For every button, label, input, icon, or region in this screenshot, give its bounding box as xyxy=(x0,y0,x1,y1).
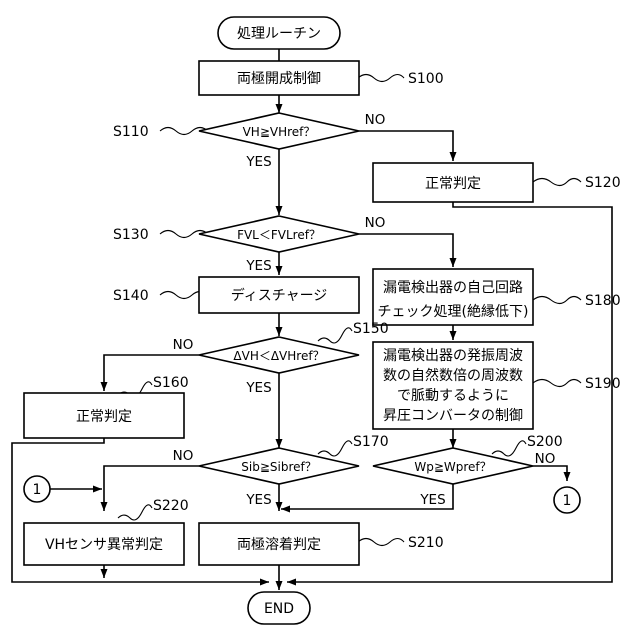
leader-s170 xyxy=(318,441,352,456)
start-label: 処理ルーチン xyxy=(237,26,321,42)
process-s120: 正常判定 xyxy=(373,163,533,202)
connector-left: 1 xyxy=(24,476,50,502)
s150-id: S150 xyxy=(353,321,389,337)
s140-id: S140 xyxy=(113,288,149,304)
s120-text: 正常判定 xyxy=(425,176,481,192)
leader-s210 xyxy=(358,539,404,546)
s120-id: S120 xyxy=(585,175,621,191)
s130-no-label: NO xyxy=(365,215,386,231)
leader-s150 xyxy=(318,328,352,343)
s110-yes-label: YES xyxy=(245,154,271,170)
process-s190: 漏電検出器の発振周波 数の自然数倍の周波数 で脈動するように 昇圧コンバータの制… xyxy=(373,342,533,429)
s210-text: 両極溶着判定 xyxy=(237,537,321,553)
decision-s110: VH≧VHref？ xyxy=(199,113,359,149)
s170-yes-label: YES xyxy=(245,492,271,508)
s110-no-label: NO xyxy=(365,112,386,128)
decision-s200: Wp≧Wpref？ xyxy=(373,448,533,484)
decision-s170: Sib≧Sibref？ xyxy=(199,448,359,484)
s140-text: ディスチャージ xyxy=(231,287,328,304)
leader-s180 xyxy=(533,297,581,304)
s110-text: VH≧VHref？ xyxy=(243,125,316,139)
arrow-s200-no-connector xyxy=(533,466,567,481)
s150-no-label: NO xyxy=(173,337,194,353)
process-s100: 両極開成制御 xyxy=(199,61,359,95)
s150-text: ΔVH＜ΔVHref？ xyxy=(233,349,324,363)
decision-s130: FVL＜FVLref？ xyxy=(199,216,359,252)
s130-yes-label: YES xyxy=(245,258,271,274)
s130-id: S130 xyxy=(113,227,149,243)
s150-yes-label: YES xyxy=(245,380,271,396)
process-s220: VHセンサ異常判定 xyxy=(24,523,184,565)
s220-text: VHセンサ異常判定 xyxy=(45,537,163,553)
s180-id: S180 xyxy=(585,293,621,309)
s160-id: S160 xyxy=(153,375,189,391)
connector-right: 1 xyxy=(554,487,580,513)
s170-no-label: NO xyxy=(173,448,194,464)
s210-id: S210 xyxy=(408,535,444,551)
leader-s120 xyxy=(533,179,581,186)
end-terminal: END xyxy=(248,592,310,624)
s130-text: FVL＜FVLref？ xyxy=(237,228,321,242)
s200-id: S200 xyxy=(527,434,563,450)
s200-text: Wp≧Wpref？ xyxy=(414,460,491,474)
s110-id: S110 xyxy=(113,124,149,140)
s180-text-line2: チェック処理(絶縁低下) xyxy=(378,304,529,320)
connector-left-label: 1 xyxy=(33,482,42,498)
s190-text-line1: 漏電検出器の発振周波 xyxy=(383,348,523,364)
s220-id: S220 xyxy=(153,498,189,514)
s100-id: S100 xyxy=(408,71,444,87)
process-s180: 漏電検出器の自己回路 チェック処理(絶縁低下) xyxy=(373,269,533,325)
s190-text-line3: で脈動するように xyxy=(397,388,509,404)
s170-text: Sib≧Sibref？ xyxy=(241,460,316,474)
s170-id: S170 xyxy=(353,434,389,450)
s200-yes-label: YES xyxy=(419,492,445,508)
step-ids: S100 S110 S120 S130 S140 S150 S160 S170 … xyxy=(113,71,621,551)
process-s210: 両極溶着判定 xyxy=(199,523,359,565)
arrow-s110-no-s120 xyxy=(359,131,453,161)
arrow-s130-no-s180 xyxy=(359,234,453,267)
leader-s200 xyxy=(492,441,526,456)
leader-s100 xyxy=(358,75,404,82)
s160-text: 正常判定 xyxy=(76,409,132,425)
connector-right-label: 1 xyxy=(563,493,572,509)
end-label: END xyxy=(264,601,294,617)
start-terminal: 処理ルーチン xyxy=(218,17,340,49)
leader-s220 xyxy=(118,505,152,520)
s200-no-label: NO xyxy=(535,451,556,467)
s180-text-line1: 漏電検出器の自己回路 xyxy=(383,280,523,296)
process-s140: ディスチャージ xyxy=(199,277,359,313)
s190-text-line4: 昇圧コンバータの制御 xyxy=(383,408,523,424)
s190-id: S190 xyxy=(585,376,621,392)
s190-text-line2: 数の自然数倍の周波数 xyxy=(383,367,523,384)
process-s160: 正常判定 xyxy=(24,393,184,438)
leader-s190 xyxy=(533,380,581,387)
s100-text: 両極開成制御 xyxy=(237,71,321,87)
